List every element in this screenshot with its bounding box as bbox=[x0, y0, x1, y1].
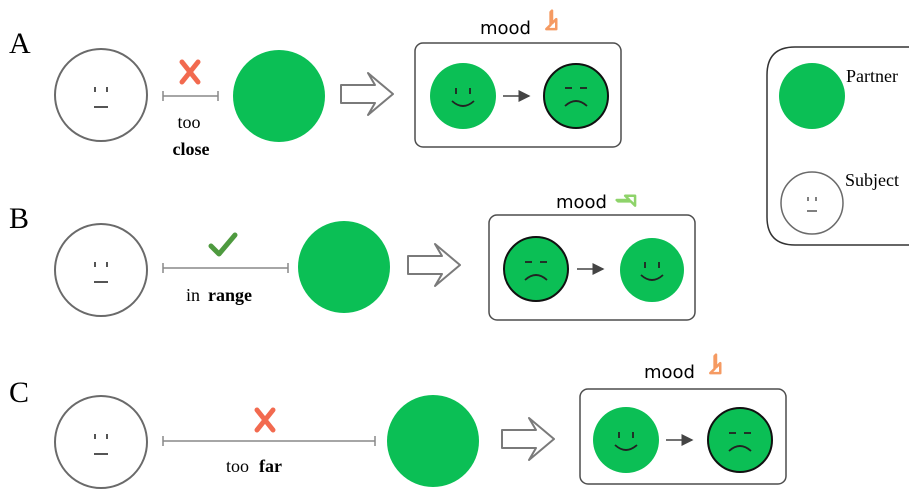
row-c-letter: C bbox=[9, 376, 29, 409]
row-a-outline-arrow-icon bbox=[340, 72, 394, 116]
row-a-mood-down-icon bbox=[545, 9, 558, 31]
row-c-mood-label: mood bbox=[644, 362, 695, 383]
row-c-caption: too far bbox=[226, 456, 282, 476]
row-c-cross-icon bbox=[254, 407, 276, 433]
row-c-happy-face bbox=[593, 407, 659, 473]
row-a-caption-bold: close bbox=[173, 139, 210, 159]
row-b-check-icon bbox=[208, 232, 238, 257]
row-b-mood-up-icon bbox=[615, 194, 637, 207]
row-a-sad-face bbox=[543, 63, 609, 129]
row-b-subject-face bbox=[54, 223, 148, 317]
row-b-outline-arrow-icon bbox=[407, 243, 461, 287]
row-b-caption: in range bbox=[186, 285, 252, 305]
legend-partner-label: Partner bbox=[846, 66, 898, 86]
row-c-mood-down-icon bbox=[709, 353, 722, 375]
row-b-letter: B bbox=[9, 202, 29, 235]
row-c-subject-face bbox=[54, 395, 148, 489]
row-a-mood-label: mood bbox=[480, 18, 531, 39]
row-c-partner-circle bbox=[387, 395, 479, 487]
row-a-letter: A bbox=[9, 27, 31, 60]
legend-subject-face bbox=[780, 171, 844, 235]
row-a-subject-face bbox=[54, 48, 148, 142]
row-b-caption-bold: range bbox=[208, 285, 252, 305]
row-c-caption-normal: too bbox=[226, 456, 249, 476]
row-a-happy-face bbox=[430, 63, 496, 129]
subject-circle bbox=[54, 48, 148, 142]
row-b: B in range mood bbox=[9, 192, 696, 321]
row-c-outline-arrow-icon bbox=[501, 417, 555, 461]
row-b-partner-circle bbox=[298, 221, 390, 313]
row-a: A too close mood bbox=[9, 9, 622, 159]
row-a-partner-circle bbox=[233, 50, 325, 142]
row-b-sad-face bbox=[503, 236, 569, 302]
row-a-cross-icon bbox=[179, 59, 201, 85]
row-c-sad-face bbox=[707, 407, 773, 473]
row-b-distance-line bbox=[162, 263, 289, 273]
row-c-distance-line bbox=[162, 436, 376, 446]
row-c-caption-bold: far bbox=[259, 456, 282, 476]
row-c: C too far mood bbox=[9, 353, 787, 489]
row-a-caption-normal: too bbox=[177, 112, 200, 132]
legend: Partner Subject bbox=[766, 46, 909, 246]
legend-partner-swatch bbox=[779, 63, 845, 129]
row-b-happy-face bbox=[620, 238, 684, 302]
legend-subject-label: Subject bbox=[845, 170, 899, 190]
row-b-mood-label: mood bbox=[556, 192, 607, 213]
row-a-distance-line bbox=[162, 91, 219, 101]
row-b-caption-normal: in bbox=[186, 285, 200, 305]
